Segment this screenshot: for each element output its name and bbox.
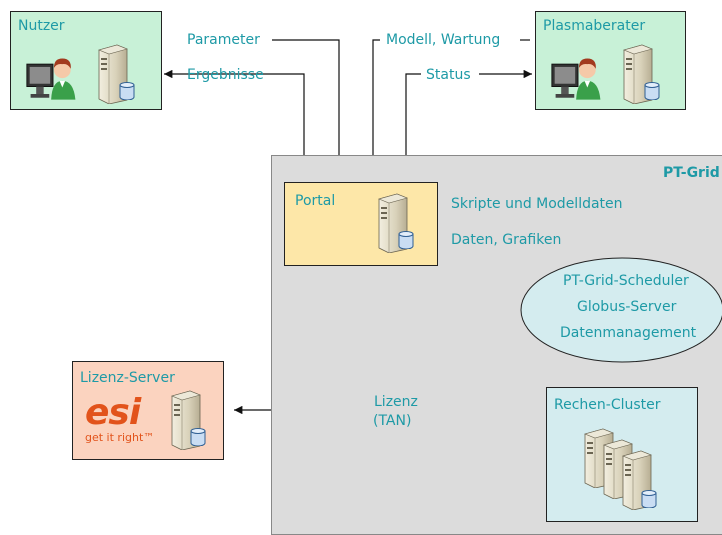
plasmaberater-node: Plasmaberater	[535, 11, 686, 110]
edge-status-stem	[405, 73, 421, 182]
portal-node: Portal	[284, 182, 438, 266]
rechen-cluster-node: Rechen-Cluster	[546, 387, 698, 522]
edge-label-status: Status	[426, 67, 471, 83]
edge-modell-wartung	[368, 39, 380, 181]
database-icon	[190, 428, 206, 446]
portal-title: Portal	[295, 193, 336, 209]
edge-label-modell-wartung: Modell, Wartung	[386, 32, 501, 48]
database-icon	[119, 82, 135, 100]
scheduler-line-3: Datenmanagement	[560, 325, 697, 341]
pt-grid-title: PT-Grid	[663, 165, 720, 181]
scheduler-line-1: PT-Grid-Scheduler	[563, 273, 689, 289]
edge-ergebnisse-stem	[280, 73, 305, 182]
esi-tagline: get it right™	[85, 431, 155, 444]
edge-parameter	[272, 39, 344, 181]
server-cluster-icon	[581, 428, 671, 518]
database-icon	[398, 231, 414, 249]
esi-logo-text: esi	[85, 392, 141, 433]
plasmaberater-title: Plasmaberater	[543, 18, 646, 34]
rechen-cluster-title: Rechen-Cluster	[554, 397, 661, 413]
edge-label-tan: (TAN)	[373, 413, 412, 429]
edge-label-parameter: Parameter	[187, 32, 260, 48]
database-icon	[644, 82, 660, 100]
scheduler-node	[520, 257, 722, 363]
user-at-computer-icon	[25, 56, 81, 104]
nutzer-title: Nutzer	[18, 18, 65, 34]
lizenz-server-node: Lizenz-Server esi get it right™	[72, 361, 224, 460]
esi-logo: esi get it right™	[85, 394, 163, 448]
edge-label-ergebnisse: Ergebnisse	[187, 67, 264, 83]
edge-label-daten-grafiken: Daten, Grafiken	[451, 232, 562, 248]
user-at-computer-icon	[550, 56, 606, 104]
nutzer-node: Nutzer	[10, 11, 162, 110]
edge-label-lizenz: Lizenz	[374, 394, 418, 410]
lizenz-server-title: Lizenz-Server	[80, 370, 175, 386]
scheduler-line-2: Globus-Server	[577, 299, 677, 315]
edge-label-skripte: Skripte und Modelldaten	[451, 196, 623, 212]
